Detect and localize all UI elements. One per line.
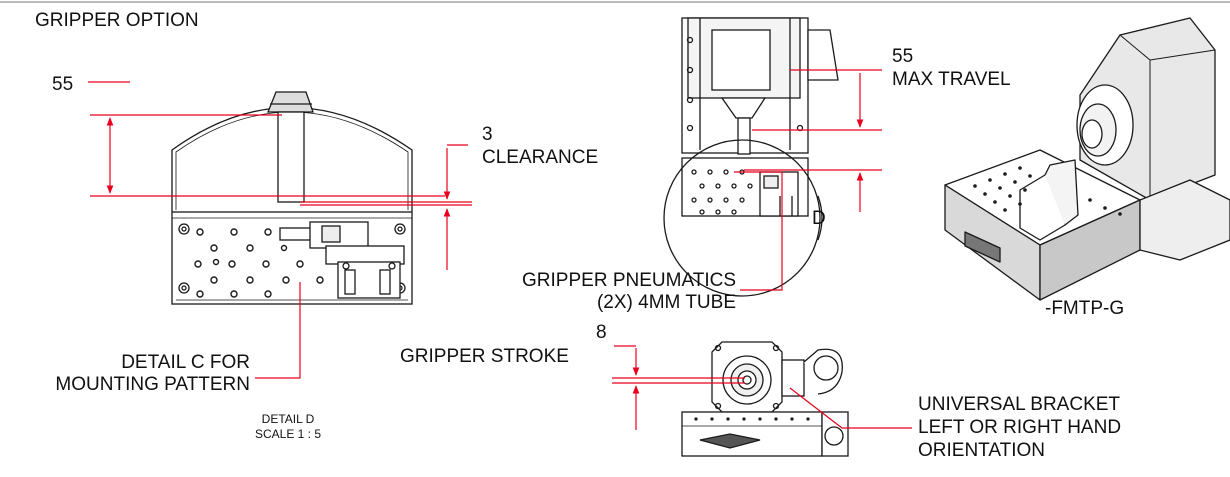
gripper-top-view <box>681 341 849 457</box>
isometric-table-holes <box>973 166 1122 216</box>
side-view-holes <box>691 169 753 215</box>
stroke-value: 8 <box>596 322 607 343</box>
clearance-dimension <box>300 144 472 270</box>
isometric-model <box>944 17 1230 301</box>
detail-arc-arrow <box>817 195 823 241</box>
model-label: -FMTP-G <box>1045 298 1125 319</box>
travel-value: 55 <box>52 74 74 95</box>
clearance-value: 3 <box>482 124 493 145</box>
detail-c-callout-line2: MOUNTING PATTERN <box>55 374 250 395</box>
gripper-side-view <box>681 17 839 217</box>
detail-view-name: DETAIL D <box>261 412 315 426</box>
max-travel-dimension <box>752 69 882 131</box>
stroke-dimension <box>612 345 745 430</box>
pneumatics-callout-line1: GRIPPER PNEUMATICS <box>522 270 736 291</box>
bracket-callout-line1: UNIVERSAL BRACKET <box>918 394 1121 415</box>
bracket-leader <box>789 387 912 429</box>
detail-c-leader <box>255 282 301 379</box>
bracket-callout-line3: ORIENTATION <box>918 440 1046 461</box>
stroke-label: GRIPPER STROKE <box>400 346 569 367</box>
detail-d-circle <box>663 139 821 297</box>
top-view-holes <box>694 417 810 421</box>
travel-dimension <box>88 81 445 197</box>
page-title: GRIPPER OPTION <box>35 10 199 31</box>
max-travel-label: MAX TRAVEL <box>892 69 1011 90</box>
detail-c-callout-line1: DETAIL C FOR <box>121 352 250 373</box>
gripper-front-view <box>171 91 413 305</box>
max-travel-value: 55 <box>892 46 914 67</box>
pneumatics-callout-line2: (2X) 4MM TUBE <box>596 292 736 313</box>
clearance-label: CLEARANCE <box>482 147 599 168</box>
side-clearance-dimension <box>744 169 882 212</box>
detail-marker: D <box>812 208 826 229</box>
pneumatics-leader <box>734 171 783 291</box>
detail-view-scale: SCALE 1 : 5 <box>254 427 322 441</box>
bracket-callout-line2: LEFT OR RIGHT HAND <box>918 417 1122 438</box>
mounting-hole-pattern <box>194 228 324 298</box>
